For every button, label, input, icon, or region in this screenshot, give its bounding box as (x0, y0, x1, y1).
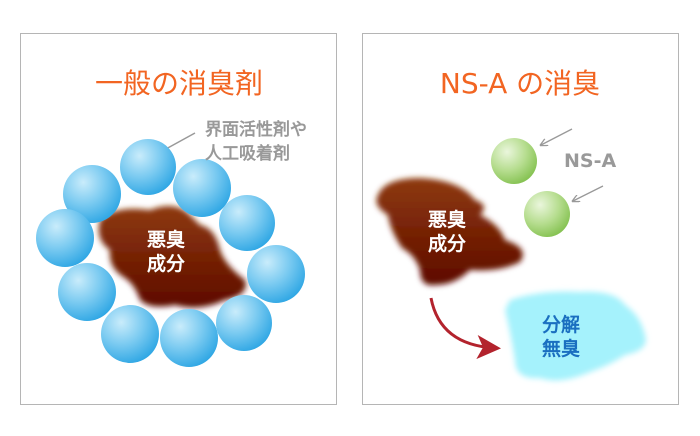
sphere (120, 139, 176, 195)
sphere (219, 195, 275, 251)
odor-label-left: 悪臭 成分 (147, 228, 185, 276)
result-line2: 無臭 (542, 338, 581, 360)
sphere (216, 295, 272, 351)
sphere (160, 309, 218, 367)
green-sphere (491, 138, 537, 184)
agent-label-line2: 人工吸着剤 (205, 144, 290, 164)
right-title: NS-A の消臭 (439, 67, 601, 100)
result-line1: 分解 (542, 314, 581, 336)
odor-line2: 成分 (147, 253, 186, 275)
agent-label-line1: 界面活性剤や (205, 120, 307, 140)
sphere (63, 165, 121, 223)
curved-arrow (429, 297, 501, 359)
pointer-arrow (541, 128, 573, 145)
sphere (36, 209, 94, 267)
odor-line1: 悪臭 (147, 229, 186, 251)
odor-label-right: 悪臭 成分 (428, 208, 466, 256)
left-title: 一般の消臭剤 (94, 67, 264, 100)
deodorized-blob (505, 291, 646, 381)
sphere (58, 263, 116, 321)
pointer-arrow (573, 185, 604, 201)
blue-spheres (36, 139, 305, 367)
odor-line1: 悪臭 (428, 209, 467, 231)
sphere (247, 245, 305, 303)
agent-label: 界面活性剤や 人工吸着剤 (205, 118, 307, 166)
result-label: 分解 無臭 (542, 313, 580, 361)
green-sphere (524, 191, 570, 237)
odor-blob-left (98, 206, 246, 308)
odor-blob-right (376, 178, 523, 286)
sphere (101, 305, 159, 363)
odor-line2: 成分 (428, 233, 467, 255)
ns-a-label: NS-A (564, 150, 617, 172)
sphere (173, 159, 231, 217)
